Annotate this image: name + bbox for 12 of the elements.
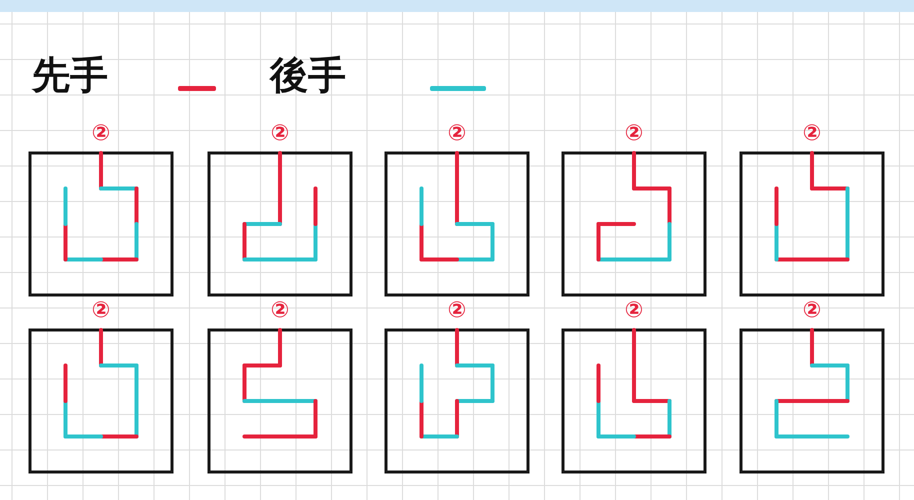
callout-number: ② — [270, 123, 290, 145]
legend-label: 先手 — [32, 52, 108, 98]
callout-number: ② — [624, 123, 644, 145]
callout-number: ② — [270, 300, 290, 322]
callout-number: ② — [446, 300, 468, 322]
callout-number: ② — [802, 123, 822, 145]
callout-number: ② — [624, 300, 644, 322]
callout-number: ② — [446, 123, 468, 145]
callout-number: ② — [90, 300, 112, 322]
callout-number: ② — [90, 123, 112, 145]
callout-number: ② — [802, 300, 822, 322]
legend-label: 後手 — [270, 52, 346, 98]
